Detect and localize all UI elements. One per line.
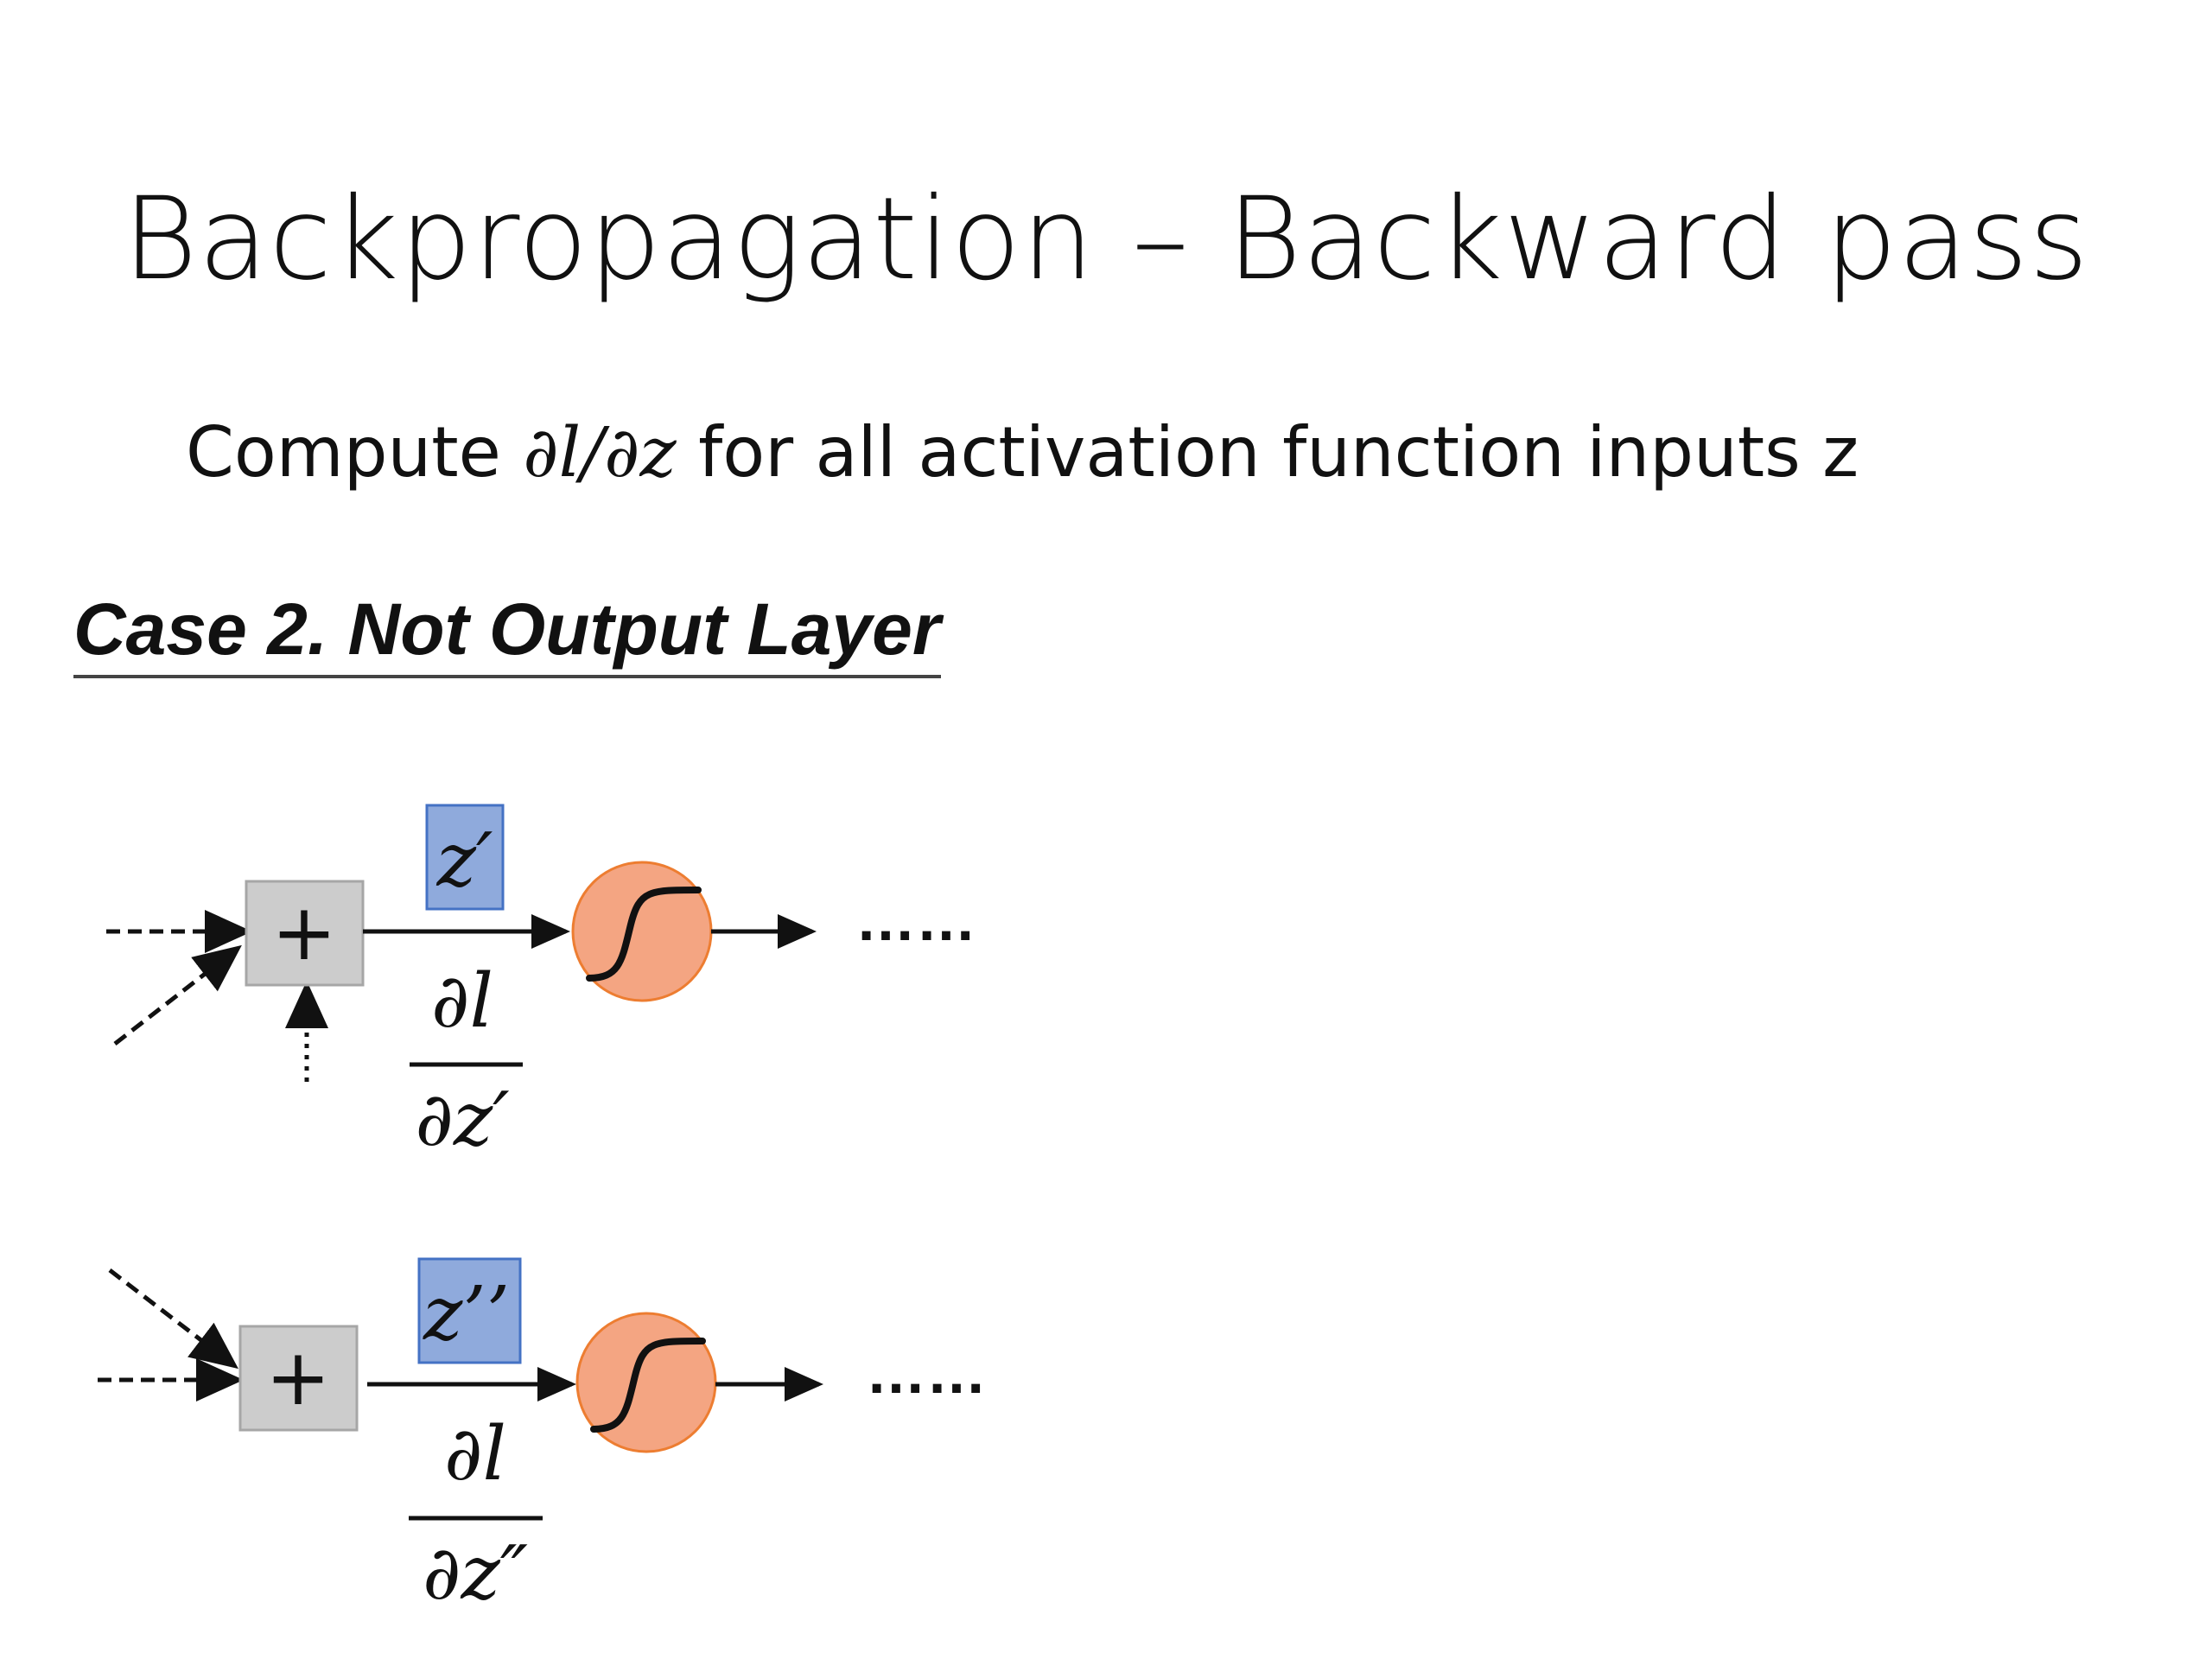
- lower-neuron-group: + z’’ ∂l ∂z″ ……: [98, 1257, 987, 1617]
- upper-z-box: [425, 804, 505, 911]
- upper-z-label: z′: [436, 817, 493, 904]
- upper-sum-box: [245, 880, 365, 987]
- sigmoid-activation-icon: [575, 1312, 717, 1453]
- lower-continuation-dots: ……: [866, 1338, 987, 1406]
- sum-node-icon: +: [245, 880, 365, 987]
- lower-sum-box: [238, 1325, 359, 1432]
- lower-sigmoid-curve: [590, 1338, 706, 1433]
- upper-sigmoid-curve: [586, 887, 702, 982]
- lower-input-arrow-diagonal: [108, 1268, 238, 1370]
- upper-sum-symbol: +: [271, 887, 336, 978]
- sum-node-icon: +: [238, 1325, 359, 1432]
- upper-grad-numerator: ∂l: [431, 958, 493, 1045]
- lower-grad-denominator: ∂z″: [423, 1530, 528, 1617]
- lower-z-label: z’’: [423, 1271, 510, 1357]
- subtitle-math: ∂l/∂z: [523, 412, 677, 493]
- slide-title: Backpropagation – Backward pass: [123, 173, 2089, 306]
- subtitle-prefix: Compute: [186, 412, 524, 493]
- lower-grad-numerator: ∂l: [444, 1411, 506, 1497]
- upper-continuation-dots: ……: [855, 886, 976, 953]
- sigmoid-activation-icon: [571, 861, 713, 1002]
- upper-input-arrow-diagonal: [113, 944, 242, 1046]
- slide-subtitle: Compute ∂l/∂z for all activation functio…: [186, 415, 1859, 491]
- lower-sum-symbol: +: [265, 1332, 330, 1423]
- lower-z-box: [417, 1257, 522, 1364]
- upper-neuron-group: + z′ ∂l ∂z′ ……: [106, 804, 976, 1163]
- upper-grad-denominator: ∂z′: [415, 1077, 509, 1163]
- case-heading: Case 2. Not Output Layer: [73, 588, 941, 678]
- subtitle-suffix: for all activation function inputs z: [676, 412, 1859, 493]
